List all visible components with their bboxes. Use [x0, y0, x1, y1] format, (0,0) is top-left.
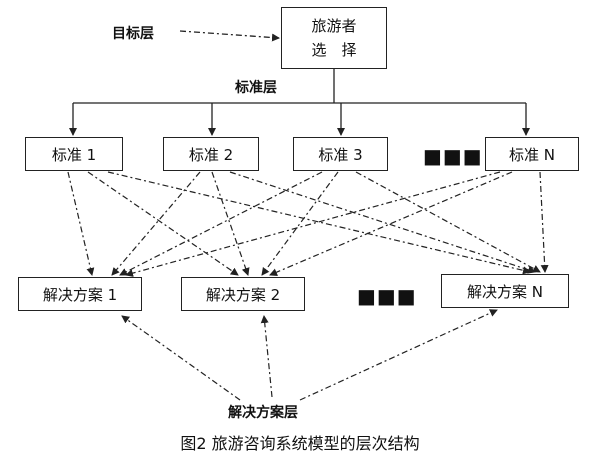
criterion-box-1: 标准 1 — [25, 137, 123, 171]
goal-layer-label: 目标层 — [112, 26, 154, 42]
goal-line-1: 旅游者 — [311, 17, 357, 35]
alternatives-ellipsis: ■■■ — [357, 284, 417, 308]
alternative-box-2: 解决方案 2 — [181, 277, 305, 311]
goal-criteria-tree — [69, 69, 530, 136]
alternative-layer-links — [121, 309, 498, 401]
alternative-box-1: 解决方案 1 — [18, 277, 142, 311]
alternative-layer-label: 解决方案层 — [228, 405, 298, 421]
criteria-alternative-links — [67, 171, 549, 277]
criteria-layer-label: 标准层 — [235, 80, 277, 96]
alternative-box-n: 解决方案 N — [441, 274, 569, 308]
figure-caption: 图2 旅游咨询系统模型的层次结构 — [180, 434, 420, 453]
criterion-box-3: 标准 3 — [293, 137, 388, 171]
goal-line-2: 选 择 — [311, 41, 357, 59]
criterion-box-n: 标准 N — [485, 137, 579, 171]
criteria-ellipsis: ■■■ — [423, 144, 483, 168]
goal-box: 旅游者 选 择 — [281, 7, 387, 69]
criterion-box-2: 标准 2 — [163, 137, 259, 171]
goal-arrow — [179, 30, 280, 42]
